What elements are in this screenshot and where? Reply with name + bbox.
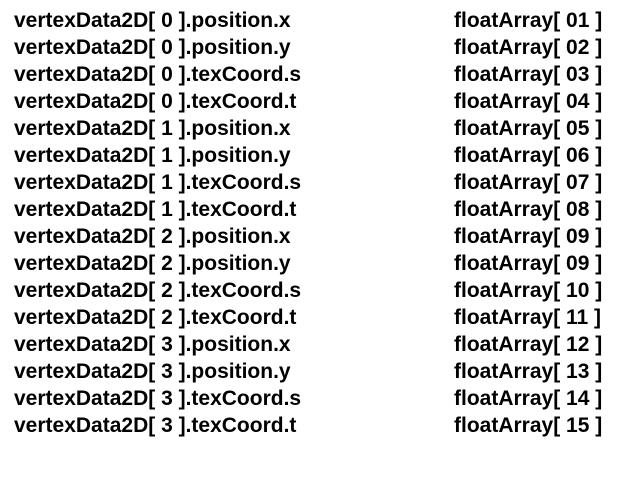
mapping-row: vertexData2D[ 1 ].texCoord.s floatArray[… xyxy=(0,169,640,196)
mapping-row: vertexData2D[ 0 ].texCoord.t floatArray[… xyxy=(0,88,640,115)
vertex-field-label: vertexData2D[ 0 ].position.y xyxy=(14,36,291,59)
vertex-field-label: vertexData2D[ 1 ].texCoord.t xyxy=(14,198,297,221)
mapping-row: vertexData2D[ 2 ].texCoord.t floatArray[… xyxy=(0,304,640,331)
mapping-row: vertexData2D[ 2 ].texCoord.s floatArray[… xyxy=(0,277,640,304)
vertex-field-label: vertexData2D[ 3 ].texCoord.s xyxy=(14,387,302,410)
vertex-field-label: vertexData2D[ 3 ].position.x xyxy=(14,333,291,356)
mapping-row: vertexData2D[ 3 ].texCoord.t floatArray[… xyxy=(0,412,640,439)
float-array-index-label: floatArray[ 08 ] xyxy=(454,198,603,221)
mapping-row: vertexData2D[ 3 ].position.x floatArray[… xyxy=(0,331,640,358)
mapping-row: vertexData2D[ 0 ].texCoord.s floatArray[… xyxy=(0,61,640,88)
float-array-index-label: floatArray[ 03 ] xyxy=(454,63,603,86)
mapping-row: vertexData2D[ 1 ].position.x floatArray[… xyxy=(0,115,640,142)
mapping-row: vertexData2D[ 0 ].position.x floatArray[… xyxy=(0,7,640,34)
float-array-index-label: floatArray[ 02 ] xyxy=(454,36,603,59)
vertex-field-label: vertexData2D[ 1 ].position.x xyxy=(14,117,291,140)
vertex-field-label: vertexData2D[ 2 ].texCoord.s xyxy=(14,279,302,302)
vertex-field-label: vertexData2D[ 2 ].position.y xyxy=(14,252,291,275)
vertex-field-label: vertexData2D[ 3 ].texCoord.t xyxy=(14,414,297,437)
vertex-field-label: vertexData2D[ 0 ].texCoord.s xyxy=(14,63,302,86)
mapping-row: vertexData2D[ 2 ].position.y floatArray[… xyxy=(0,250,640,277)
float-array-index-label: floatArray[ 07 ] xyxy=(454,171,603,194)
float-array-index-label: floatArray[ 04 ] xyxy=(454,90,603,113)
float-array-index-label: floatArray[ 05 ] xyxy=(454,117,603,140)
float-array-index-label: floatArray[ 12 ] xyxy=(454,333,603,356)
mapping-row: vertexData2D[ 1 ].texCoord.t floatArray[… xyxy=(0,196,640,223)
mapping-row: vertexData2D[ 2 ].position.x floatArray[… xyxy=(0,223,640,250)
float-array-index-label: floatArray[ 13 ] xyxy=(454,360,603,383)
vertex-field-label: vertexData2D[ 2 ].position.x xyxy=(14,225,291,248)
vertex-field-label: vertexData2D[ 1 ].texCoord.s xyxy=(14,171,302,194)
vertex-field-label: vertexData2D[ 3 ].position.y xyxy=(14,360,291,383)
float-array-index-label: floatArray[ 15 ] xyxy=(454,414,603,437)
mapping-row: vertexData2D[ 1 ].position.y floatArray[… xyxy=(0,142,640,169)
float-array-index-label: floatArray[ 06 ] xyxy=(454,144,603,167)
vertex-field-label: vertexData2D[ 1 ].position.y xyxy=(14,144,291,167)
vertex-field-label: vertexData2D[ 2 ].texCoord.t xyxy=(14,306,297,329)
mapping-row: vertexData2D[ 3 ].position.y floatArray[… xyxy=(0,358,640,385)
vertex-field-label: vertexData2D[ 0 ].position.x xyxy=(14,9,291,32)
float-array-index-label: floatArray[ 10 ] xyxy=(454,279,603,302)
float-array-index-label: floatArray[ 11 ] xyxy=(454,306,602,329)
mapping-row: vertexData2D[ 0 ].position.y floatArray[… xyxy=(0,34,640,61)
float-array-index-label: floatArray[ 01 ] xyxy=(454,9,603,32)
mapping-row: vertexData2D[ 3 ].texCoord.s floatArray[… xyxy=(0,385,640,412)
float-array-index-label: floatArray[ 09 ] xyxy=(454,225,603,248)
vertex-field-label: vertexData2D[ 0 ].texCoord.t xyxy=(14,90,297,113)
float-array-index-label: floatArray[ 09 ] xyxy=(454,252,603,275)
float-array-index-label: floatArray[ 14 ] xyxy=(454,387,603,410)
